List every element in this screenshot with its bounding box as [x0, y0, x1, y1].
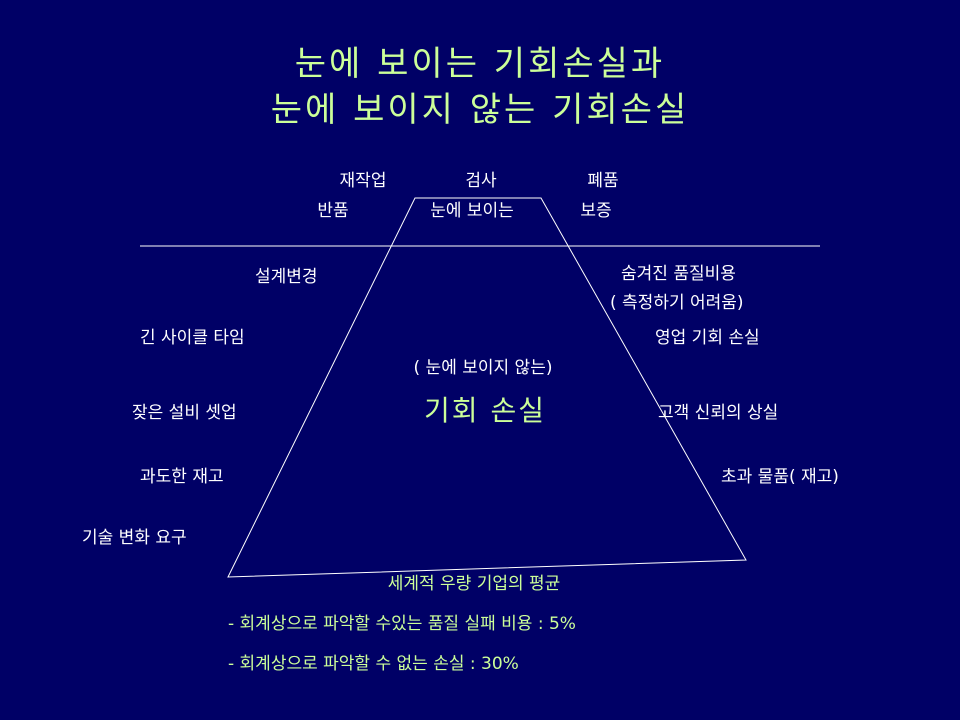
footer-line-2: - 회계상으로 파악할 수 없는 손실 : 30% [228, 654, 519, 674]
label-rework: 재작업 [339, 171, 387, 191]
label-inspection: 검사 [465, 171, 497, 191]
cause-excess-inventory: 과도한 재고 [140, 467, 224, 487]
cost-hard-to-measure: ( 측정하기 어려움) [610, 293, 744, 313]
label-scrap: 폐품 [587, 171, 619, 191]
cause-design-change: 설계변경 [255, 267, 318, 287]
cost-excess-goods: 초과 물품( 재고) [721, 467, 839, 487]
label-visible: 눈에 보이는 [430, 201, 514, 221]
title-line-2: 눈에 보이지 않는 기회손실 [270, 90, 690, 130]
footer-line-1: - 회계상으로 파악할 수있는 품질 실패 비용 : 5% [228, 614, 576, 634]
cost-lost-sales: 영업 기회 손실 [655, 328, 760, 348]
average-label: 세계적 우량 기업의 평균 [387, 574, 561, 594]
center-opportunity-loss: 기회 손실 [424, 394, 546, 427]
label-warranty: 보증 [580, 201, 612, 221]
iceberg-trapezoid [227, 197, 747, 578]
cause-long-cycle-time: 긴 사이클 타임 [140, 328, 245, 348]
cause-frequent-setup: 잦은 설비 셋업 [132, 403, 237, 423]
label-returns: 반품 [317, 201, 349, 221]
cost-hidden-quality: 숨겨진 품질비용 [621, 264, 736, 284]
title-line-1: 눈에 보이는 기회손실과 [294, 44, 666, 84]
cost-lost-trust: 고객 신뢰의 상실 [658, 403, 779, 423]
center-invisible-note: ( 눈에 보이지 않는) [413, 358, 553, 378]
cause-tech-change: 기술 변화 요구 [82, 528, 187, 548]
